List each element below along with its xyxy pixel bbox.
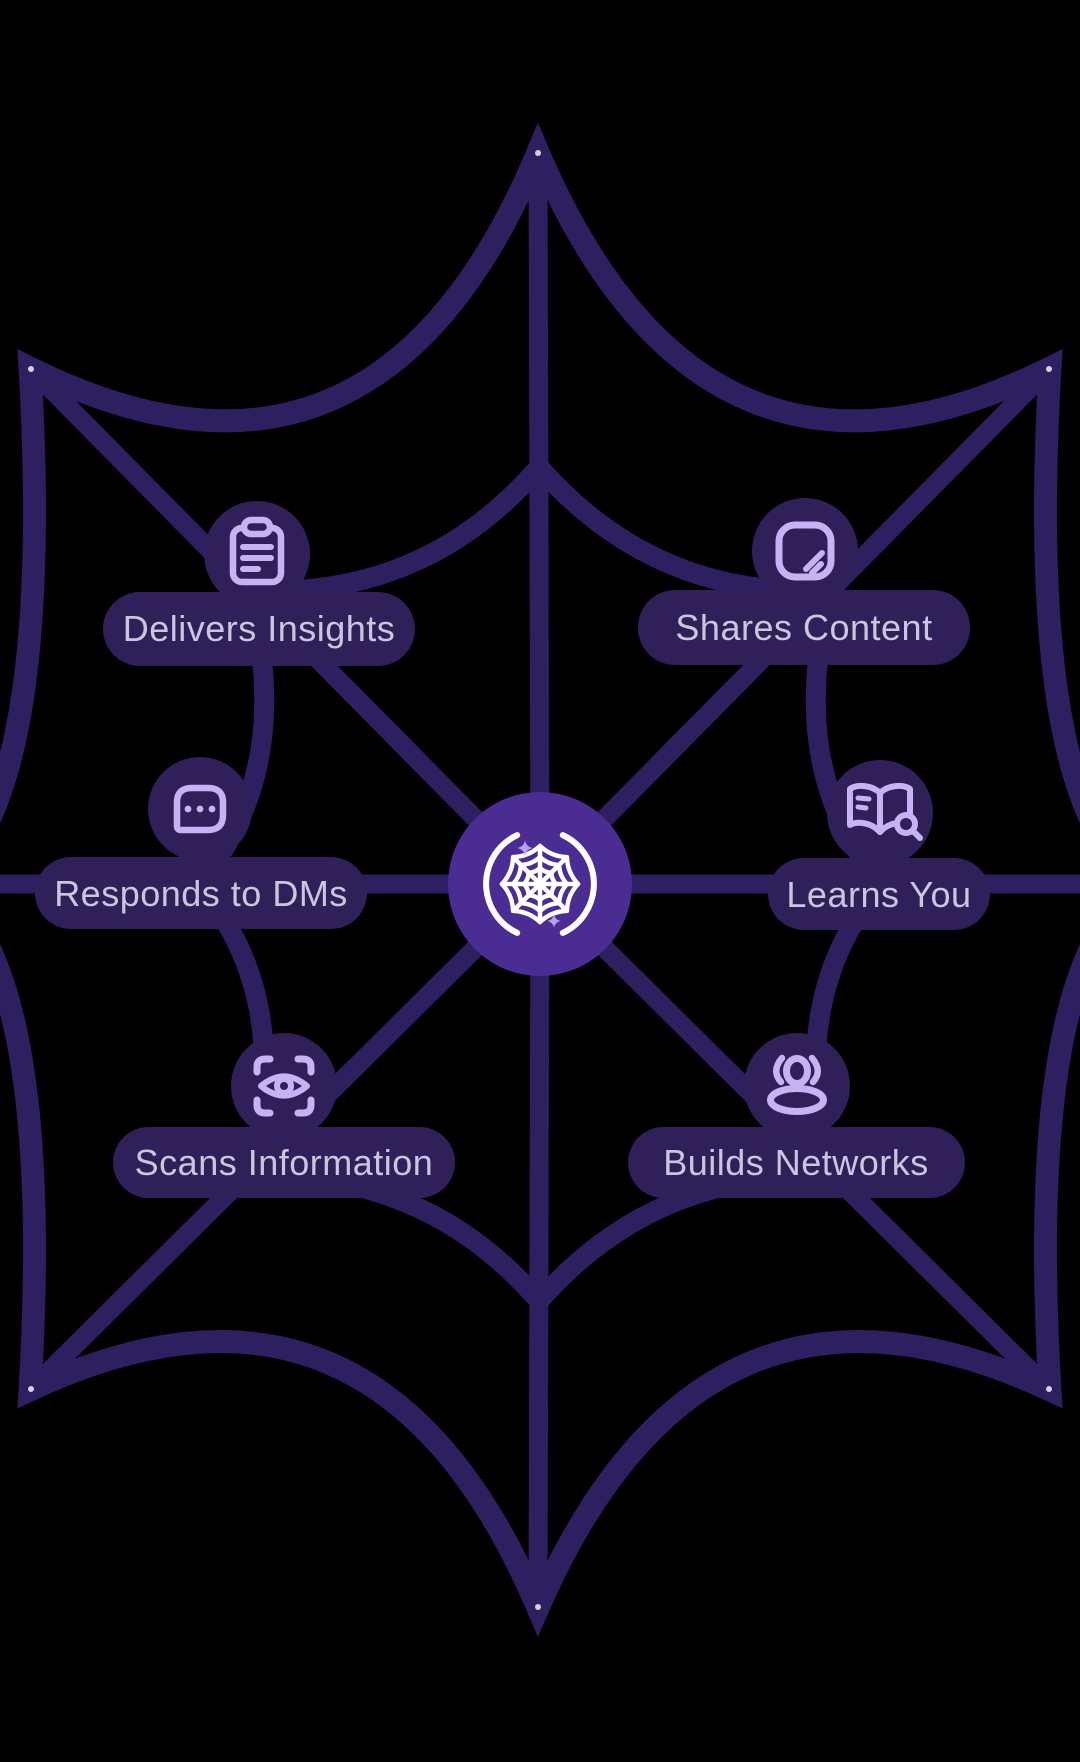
node-learns-you: Learns You [768, 760, 990, 930]
node-label: Shares Content [675, 607, 932, 648]
node-label: Responds to DMs [54, 873, 348, 914]
tip-speck [28, 366, 34, 372]
tip-speck [1046, 1386, 1052, 1392]
label-pill [628, 1127, 965, 1198]
label-pill [113, 1127, 455, 1198]
node-shares-content: Shares Content [638, 498, 970, 665]
sparkle-icon [517, 840, 533, 856]
center-node [448, 792, 632, 976]
people-network-icon [767, 1054, 827, 1115]
label-pill [35, 857, 367, 929]
chat-bubble-icon [173, 784, 227, 834]
node-delivers-insights: Delivers Insights [103, 501, 415, 666]
tip-speck [535, 1604, 541, 1610]
tip-speck [535, 150, 541, 156]
node-label: Learns You [786, 874, 971, 915]
spider-web-icon [483, 832, 597, 936]
icon-circle [231, 1033, 337, 1139]
node-label: Scans Information [135, 1142, 434, 1183]
spoke-n [528, 151, 550, 885]
book-search-icon [847, 782, 923, 841]
tip-speck [1046, 366, 1052, 372]
label-pill [768, 858, 990, 930]
node-label: Builds Networks [663, 1142, 929, 1183]
spoke-s [528, 883, 550, 1609]
node-builds-networks: Builds Networks [628, 1033, 965, 1198]
node-responds-to-dms: Responds to DMs [35, 757, 367, 929]
icon-circle [204, 501, 310, 607]
inner-ring [184, 451, 896, 1317]
tip-speck [28, 1386, 34, 1392]
node-label: Delivers Insights [123, 608, 396, 649]
label-pill [103, 592, 415, 666]
icon-circle [752, 498, 858, 604]
sparkle-icon [547, 914, 561, 928]
eye-scan-icon [253, 1055, 315, 1117]
compose-note-icon [775, 521, 835, 581]
node-scans-information: Scans Information [113, 1033, 455, 1198]
label-pill [638, 590, 970, 665]
clipboard-icon [229, 516, 285, 586]
